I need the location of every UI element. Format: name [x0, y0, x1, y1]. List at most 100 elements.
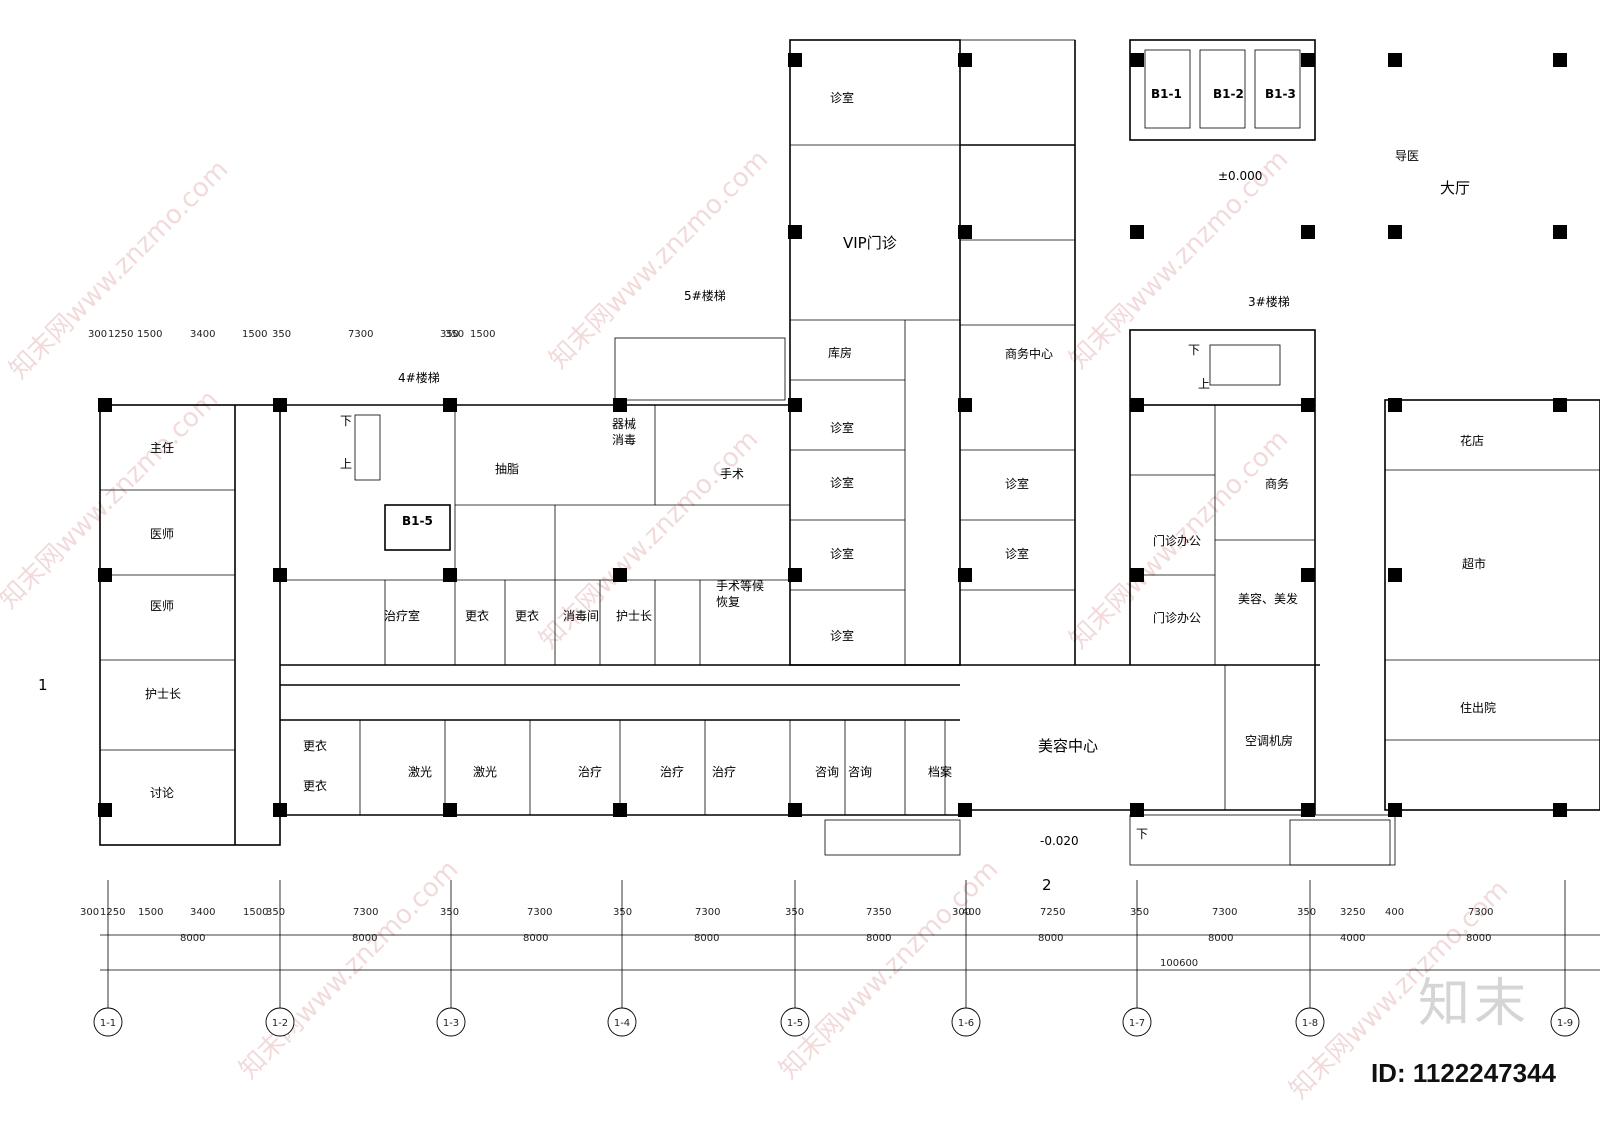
- column: [273, 398, 287, 412]
- room-doctor: 医师: [150, 599, 174, 613]
- level-neg: -0.020: [1040, 834, 1079, 848]
- column: [1388, 398, 1402, 412]
- column: [1130, 225, 1144, 239]
- stair-5-label: 5#楼梯: [684, 288, 726, 303]
- column: [273, 568, 287, 582]
- axis-label: 1-5: [787, 1018, 803, 1029]
- axis-bubble: [1550, 1007, 1580, 1037]
- column: [788, 225, 802, 239]
- dimension-text: 7300: [353, 907, 378, 918]
- dimension-text: 1500: [138, 907, 163, 918]
- stair-up-4: 上: [340, 457, 352, 471]
- vip-outpatient-label: VIP门诊: [843, 234, 897, 252]
- dimension-text: 8000: [694, 933, 719, 944]
- room-consult-small: 咨询: [848, 764, 872, 779]
- watermark: 知末网www.znzmo.com: [0, 384, 224, 615]
- room-changing: 更衣: [515, 608, 539, 623]
- room-director: 主任: [150, 441, 174, 455]
- axis-label: 1-2: [272, 1018, 288, 1029]
- room-laser: 激光: [408, 765, 432, 779]
- dimension-text: 1500: [137, 329, 162, 340]
- axis-label: 1-6: [958, 1018, 974, 1029]
- column: [1553, 53, 1567, 67]
- column: [958, 568, 972, 582]
- column: [613, 398, 627, 412]
- elevator-b1-5: [384, 504, 451, 551]
- room-surgery: 手术: [720, 467, 744, 481]
- stair-3-label: 3#楼梯: [1248, 294, 1290, 309]
- room-disinfect: 消毒间: [563, 609, 599, 623]
- column: [1301, 398, 1315, 412]
- dimension-text: 350: [613, 907, 632, 918]
- dimension-text: 3400: [190, 329, 215, 340]
- dimension-text: 1250: [108, 329, 133, 340]
- dimension-text: 7350: [866, 907, 891, 918]
- dimension-text: 8000: [352, 933, 377, 944]
- dimension-text: 350: [440, 329, 459, 340]
- column: [788, 568, 802, 582]
- axis-bubble: [951, 1007, 981, 1037]
- column: [1388, 568, 1402, 582]
- room-clinic-office: 门诊办公: [1153, 610, 1201, 625]
- dimension-text: 7300: [1468, 907, 1493, 918]
- stair-4-label: 4#楼梯: [398, 370, 440, 385]
- axis-label: 1-8: [1302, 1018, 1318, 1029]
- room-consult: 诊室: [1005, 476, 1029, 491]
- room-business-center: 商务中心: [1005, 346, 1053, 361]
- dimension-text: 350: [445, 329, 464, 340]
- room-treatment: 治疗: [712, 765, 736, 779]
- axis-label: 1-3: [443, 1018, 459, 1029]
- room-laser: 激光: [473, 765, 497, 779]
- dimension-text: 1500: [243, 907, 268, 918]
- column: [613, 803, 627, 817]
- dimension-text: 350: [440, 907, 459, 918]
- level-zero: ±0.000: [1218, 169, 1262, 183]
- axis-bubble: [1295, 1007, 1325, 1037]
- room-head-nurse: 护士长: [145, 687, 181, 701]
- column: [613, 568, 627, 582]
- beauty-center-label: 美容中心: [1038, 737, 1098, 755]
- dimension-text: 400: [1385, 907, 1404, 918]
- column: [1388, 225, 1402, 239]
- room-beauty-hair: 美容、美发: [1238, 591, 1298, 606]
- room-treatment: 治疗: [578, 765, 602, 779]
- column: [1553, 803, 1567, 817]
- dimension-text: 1500: [470, 329, 495, 340]
- column: [1130, 568, 1144, 582]
- room-equipment-disinfect: 器械消毒: [612, 416, 636, 447]
- room-guide: 导医: [1395, 149, 1419, 163]
- axis-bubble: [436, 1007, 466, 1037]
- column: [1553, 225, 1567, 239]
- elevator-b1-5-label: B1-5: [402, 514, 433, 528]
- stair-hatch: [354, 337, 1391, 866]
- dimension-text: 350: [266, 907, 285, 918]
- axis-label: 1-1: [100, 1018, 116, 1029]
- columns: [98, 53, 1567, 817]
- column: [1130, 803, 1144, 817]
- brand-logo: 知末: [1417, 974, 1530, 1034]
- room-consult: 诊室: [830, 475, 854, 490]
- dimension-text: 8000: [1208, 933, 1233, 944]
- walls: [99, 39, 1600, 866]
- column: [788, 53, 802, 67]
- axis-label: 1-7: [1129, 1018, 1145, 1029]
- room-consult: 诊室: [830, 420, 854, 435]
- column: [1301, 53, 1315, 67]
- room-treatment: 治疗: [660, 765, 684, 779]
- marker-labels: B1-1 B1-2 B1-3 B1-5 ±0.000 -0.020 上 下 下 …: [38, 87, 1296, 894]
- axis-bubble: [780, 1007, 810, 1037]
- dimension-text: 8000: [180, 933, 205, 944]
- dimension-text: 7300: [695, 907, 720, 918]
- column: [1553, 398, 1567, 412]
- watermark: 知末网www.znzmo.com: [4, 154, 235, 385]
- room-labels: 主任 医师 医师 护士长 讨论 抽脂 器械消毒 手术 手术等候恢复 治疗室 更衣…: [145, 90, 1496, 800]
- room-supermarket: 超市: [1462, 556, 1486, 571]
- axis-bubble: [93, 1007, 123, 1037]
- watermark-layer: 知末网www.znzmo.com 知末网www.znzmo.com 知末网www…: [0, 144, 1514, 1105]
- column: [1301, 225, 1315, 239]
- column: [1388, 803, 1402, 817]
- dimension-text: 350: [1297, 907, 1316, 918]
- room-clinic-office: 门诊办公: [1153, 533, 1201, 548]
